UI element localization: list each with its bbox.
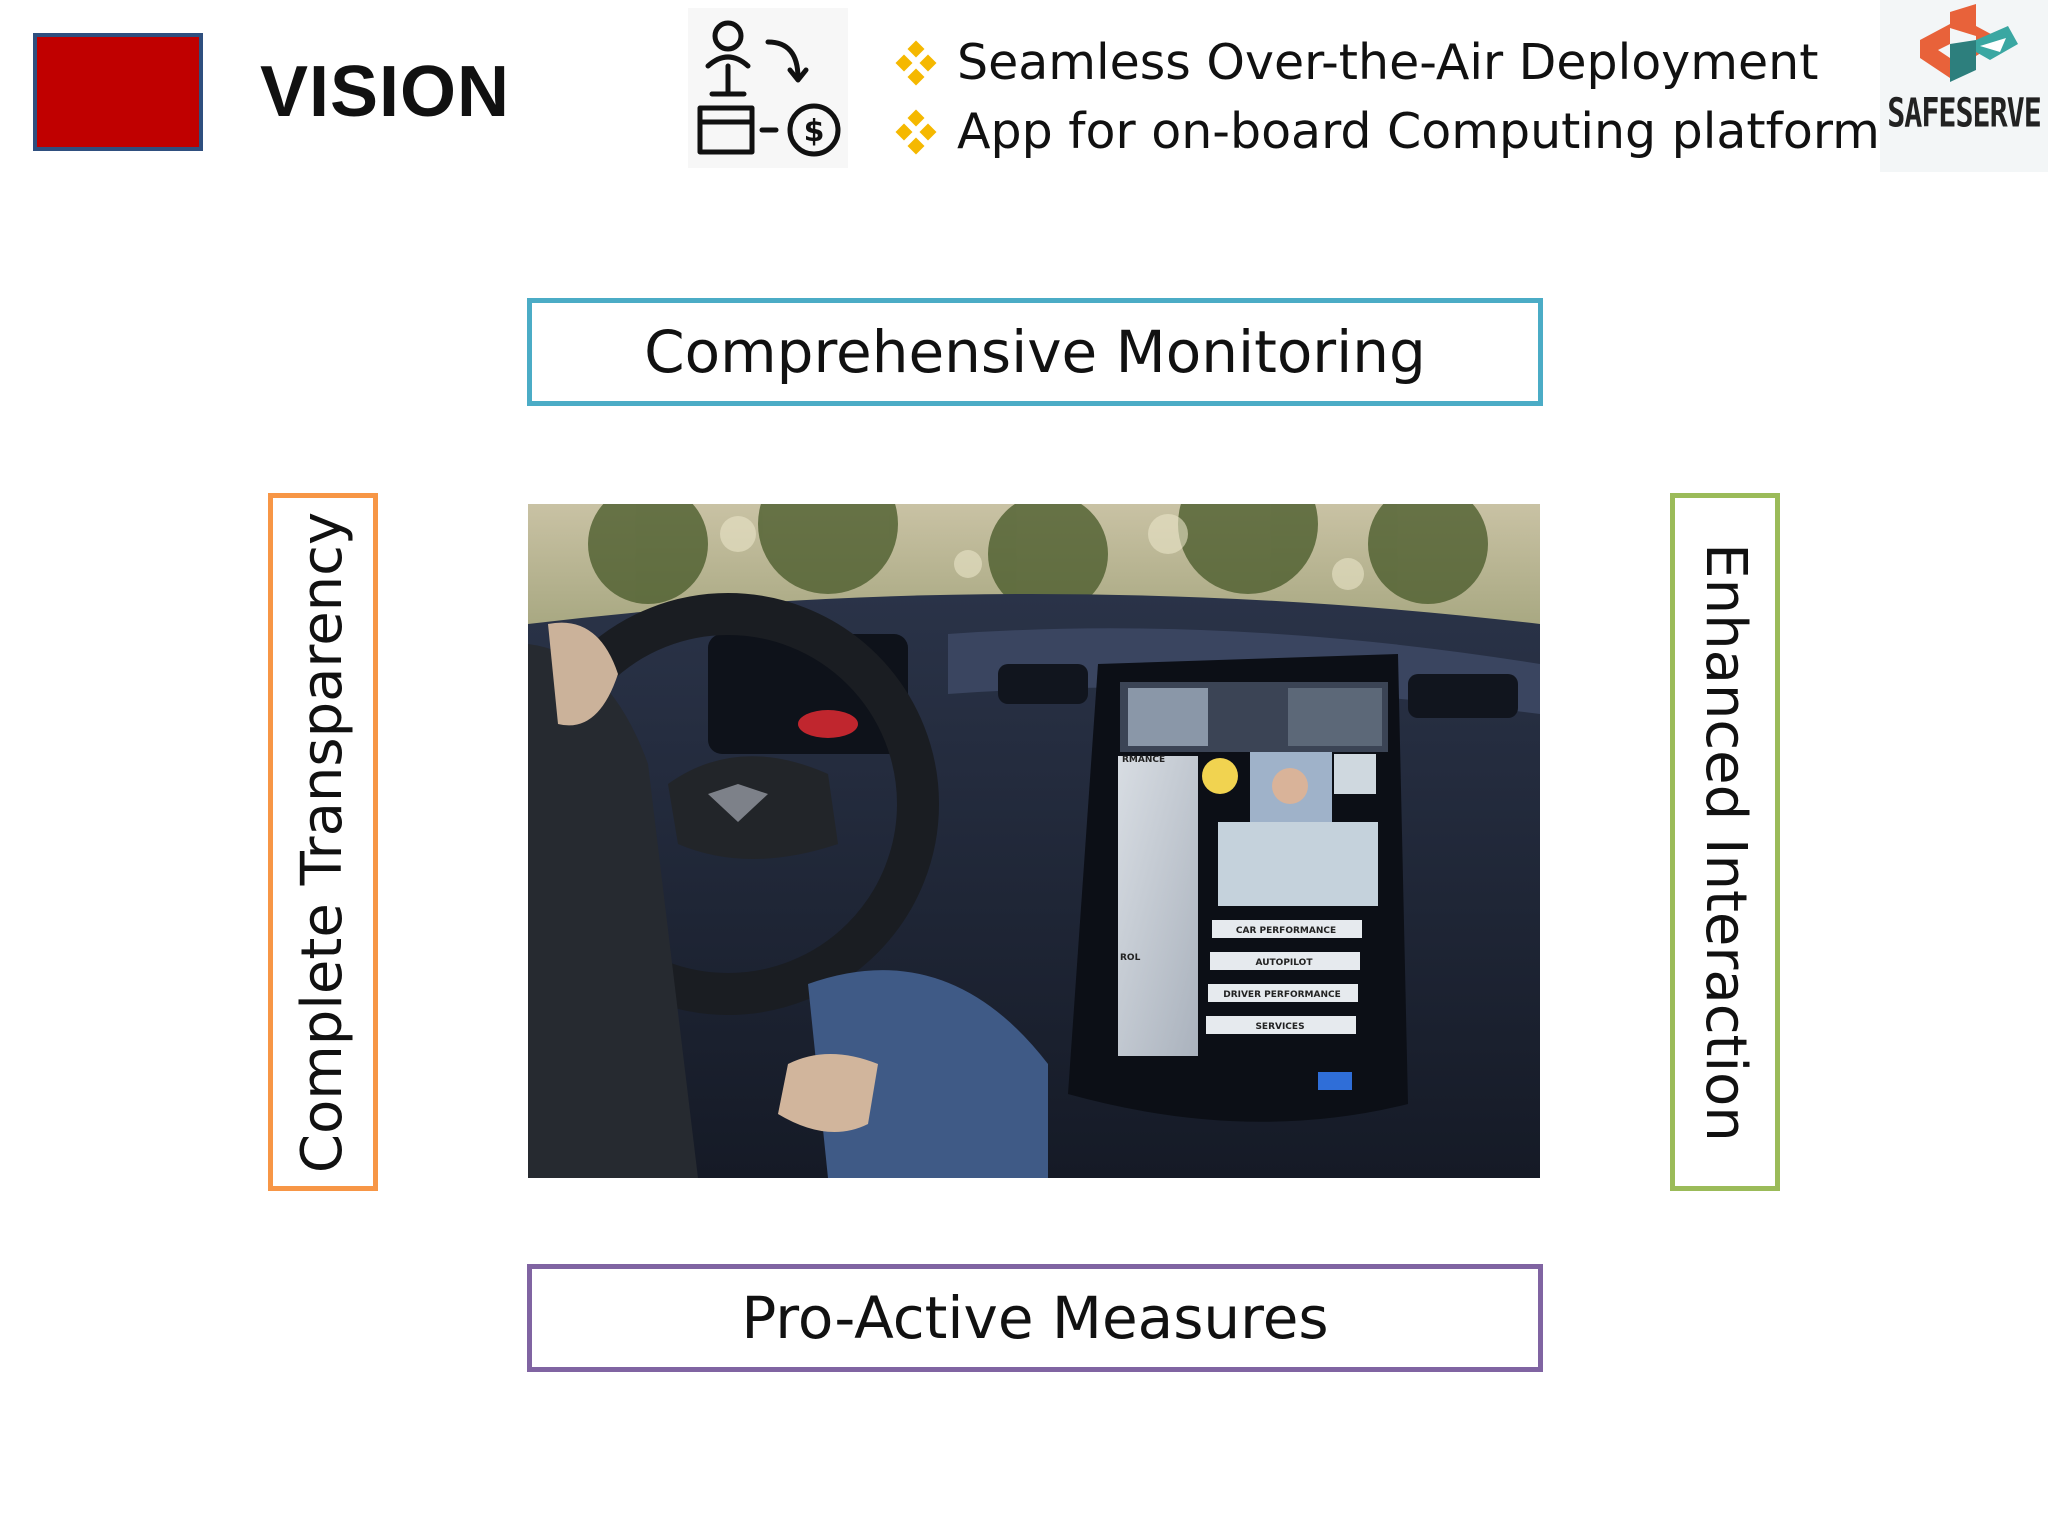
- safeserve-logo: SAFESERVE: [1880, 0, 2048, 172]
- pillar-pro-active-measures: Pro-Active Measures: [527, 1264, 1543, 1372]
- pillar-label: Enhanced Interaction: [1692, 542, 1758, 1142]
- pillar-label: Complete Transparency: [290, 511, 356, 1173]
- screen-side-label: ROL: [1120, 953, 1141, 963]
- screen-menu-car-performance: CAR PERFORMANCE: [1236, 926, 1336, 936]
- pillar-label: Pro-Active Measures: [741, 1284, 1329, 1352]
- diamond-bullet-icon: [895, 109, 937, 154]
- bullet-text: App for on-board Computing platform: [957, 103, 1880, 160]
- pillar-label: Comprehensive Monitoring: [644, 318, 1426, 386]
- logo-wordmark: SAFESERVE: [1887, 89, 2042, 138]
- title-color-block: [33, 33, 203, 151]
- user-box-dollar-icon: $: [688, 8, 848, 168]
- pillar-comprehensive-monitoring: Comprehensive Monitoring: [527, 298, 1543, 406]
- page-title: VISION: [260, 52, 511, 132]
- safeserve-emblem-icon: [1920, 4, 2018, 82]
- screen-menu-services: SERVICES: [1255, 1022, 1304, 1032]
- car-dashboard-photo: RMANCE ROL CAR PERFORMANCE AUTOPILOT DRI…: [528, 504, 1540, 1178]
- screen-menu-driver-performance: DRIVER PERFORMANCE: [1223, 990, 1341, 1000]
- feature-bullet-list: Seamless Over-the-Air Deployment App for…: [893, 28, 1880, 166]
- bullet-item: Seamless Over-the-Air Deployment: [893, 28, 1880, 97]
- bullet-item: App for on-board Computing platform: [893, 97, 1880, 166]
- diamond-bullet-icon: [895, 40, 937, 85]
- pillar-complete-transparency: Complete Transparency: [268, 493, 378, 1191]
- screen-menu-autopilot: AUTOPILOT: [1256, 958, 1314, 968]
- svg-text:$: $: [804, 114, 825, 149]
- bullet-text: Seamless Over-the-Air Deployment: [957, 34, 1819, 91]
- pillar-enhanced-interaction: Enhanced Interaction: [1670, 493, 1780, 1191]
- screen-section-label: RMANCE: [1122, 755, 1165, 765]
